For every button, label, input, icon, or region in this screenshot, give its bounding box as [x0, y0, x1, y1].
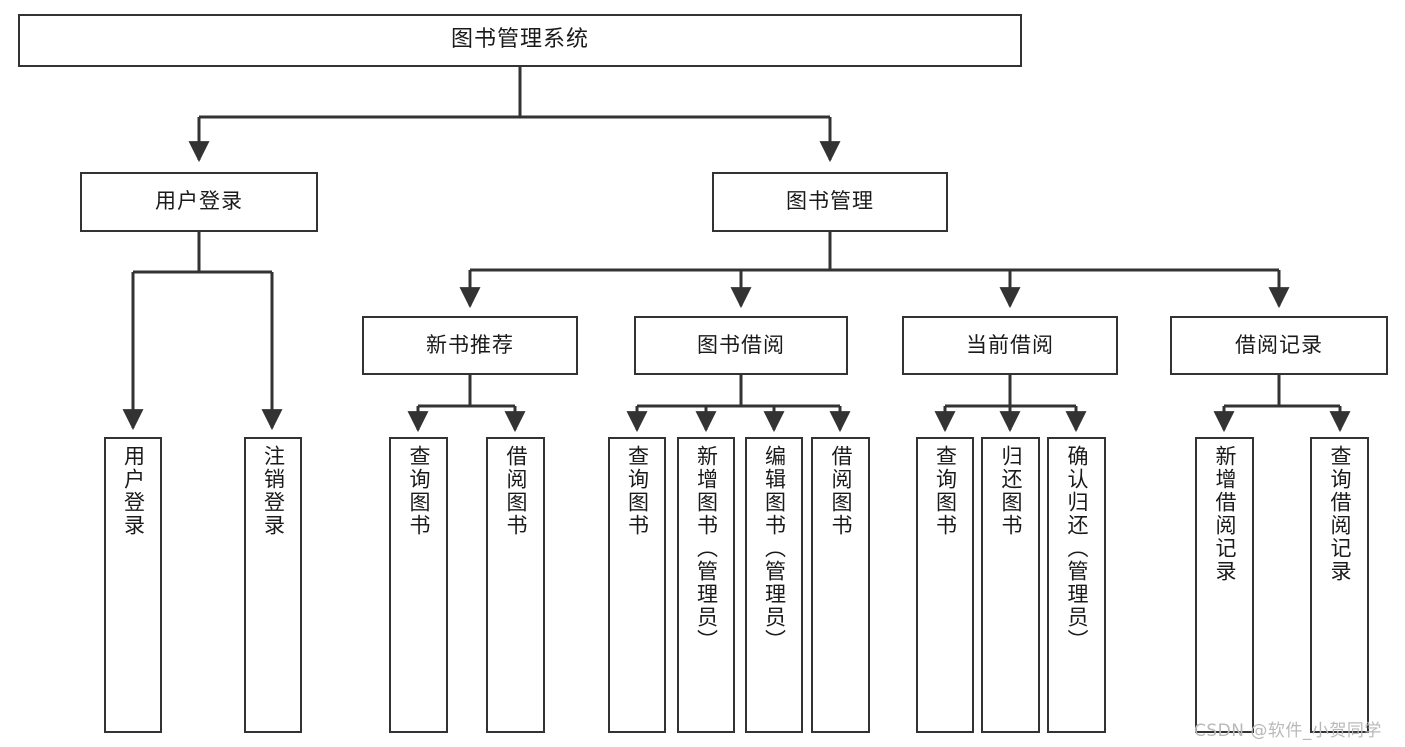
leaf-borrow-book-2[interactable]: 借阅图书 [811, 437, 870, 733]
node-book-management[interactable]: 图书管理 [712, 172, 948, 232]
leaf-query-book-1[interactable]: 查询图书 [389, 437, 448, 733]
node-book-management-label: 图书管理 [786, 189, 874, 214]
leaf-user-login-label: 用户登录 [121, 445, 146, 537]
leaf-edit-book-label: 编辑图书（管理员） [762, 445, 787, 652]
leaf-query-record[interactable]: 查询借阅记录 [1310, 437, 1369, 733]
node-root[interactable]: 图书管理系统 [18, 14, 1022, 67]
leaf-user-logout[interactable]: 注销登录 [244, 437, 302, 733]
leaf-borrow-book-1-label: 借阅图书 [503, 445, 528, 537]
leaf-edit-book[interactable]: 编辑图书（管理员） [745, 437, 803, 733]
leaf-return-book[interactable]: 归还图书 [981, 437, 1040, 733]
leaf-add-record-label: 新增借阅记录 [1212, 445, 1237, 583]
node-current-borrow-label: 当前借阅 [966, 332, 1054, 357]
node-root-label: 图书管理系统 [450, 27, 589, 53]
leaf-query-book-1-label: 查询图书 [406, 445, 431, 537]
leaf-add-book[interactable]: 新增图书（管理员） [677, 437, 735, 733]
node-current-borrow[interactable]: 当前借阅 [902, 316, 1118, 375]
leaf-query-book-3-label: 查询图书 [933, 445, 958, 537]
node-book-borrow[interactable]: 图书借阅 [634, 316, 848, 375]
node-borrow-record-label: 借阅记录 [1235, 332, 1323, 357]
leaf-query-book-2[interactable]: 查询图书 [608, 437, 666, 733]
leaf-borrow-book-2-label: 借阅图书 [828, 445, 853, 537]
leaf-add-record[interactable]: 新增借阅记录 [1195, 437, 1254, 733]
leaf-query-record-label: 查询借阅记录 [1327, 445, 1352, 583]
node-book-borrow-label: 图书借阅 [697, 332, 785, 357]
node-new-book-recommend[interactable]: 新书推荐 [362, 316, 578, 375]
leaf-user-login[interactable]: 用户登录 [104, 437, 162, 733]
leaf-query-book-2-label: 查询图书 [625, 445, 650, 537]
leaf-user-logout-label: 注销登录 [261, 445, 286, 537]
leaf-add-book-label: 新增图书（管理员） [694, 445, 719, 652]
leaf-borrow-book-1[interactable]: 借阅图书 [486, 437, 545, 733]
leaf-confirm-return-label: 确认归还（管理员） [1064, 445, 1089, 652]
leaf-query-book-3[interactable]: 查询图书 [916, 437, 974, 733]
csdn-watermark: CSDN @软件_小贺同学 [1194, 721, 1382, 741]
node-borrow-record[interactable]: 借阅记录 [1170, 316, 1388, 375]
node-new-book-recommend-label: 新书推荐 [426, 332, 514, 357]
leaf-confirm-return[interactable]: 确认归还（管理员） [1047, 437, 1106, 733]
node-user-login[interactable]: 用户登录 [80, 172, 318, 232]
leaf-return-book-label: 归还图书 [998, 445, 1023, 537]
node-user-login-label: 用户登录 [155, 189, 243, 214]
